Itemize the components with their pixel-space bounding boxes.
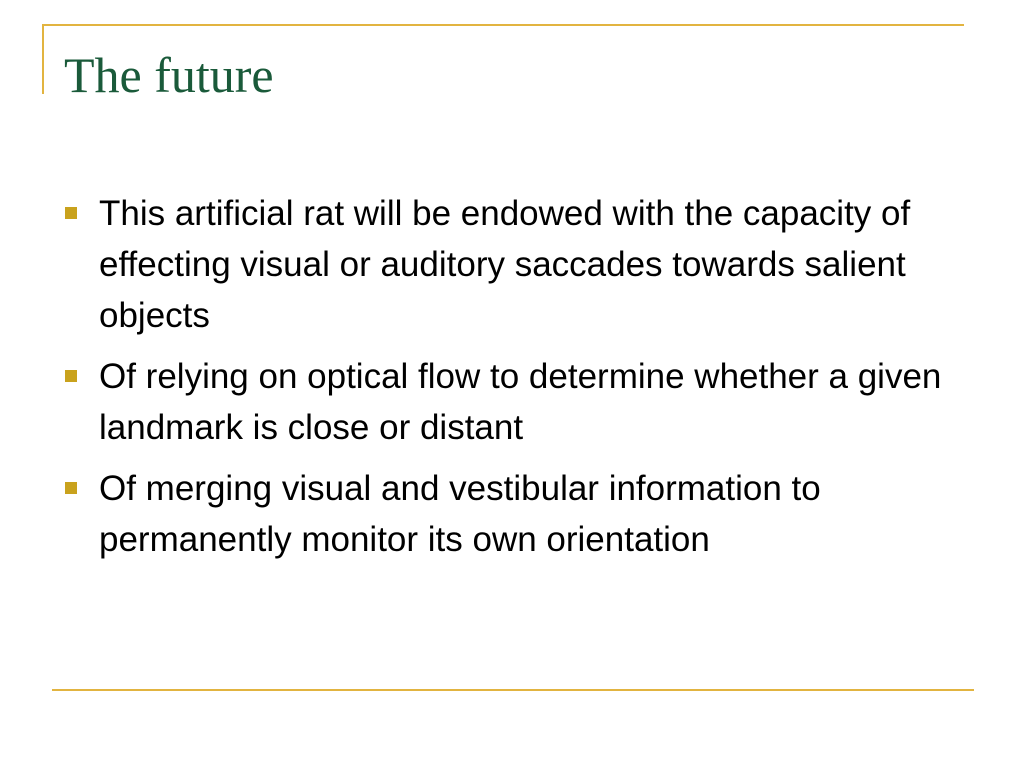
bullet-item: Of relying on optical flow to determine … xyxy=(62,351,962,453)
bullet-text: Of relying on optical flow to determine … xyxy=(99,357,942,447)
bullet-text: This artificial rat will be endowed with… xyxy=(99,194,911,335)
bullet-text: Of merging visual and vestibular informa… xyxy=(99,469,821,559)
top-accent-line xyxy=(42,24,964,26)
slide-title: The future xyxy=(64,47,274,103)
square-bullet-icon xyxy=(65,207,77,219)
bottom-accent-line xyxy=(52,689,974,691)
left-accent-line xyxy=(42,24,44,94)
square-bullet-icon xyxy=(65,482,77,494)
bullet-item: Of merging visual and vestibular informa… xyxy=(62,463,962,565)
square-bullet-icon xyxy=(65,370,77,382)
bullet-list: This artificial rat will be endowed with… xyxy=(62,188,962,575)
bullet-item: This artificial rat will be endowed with… xyxy=(62,188,962,341)
